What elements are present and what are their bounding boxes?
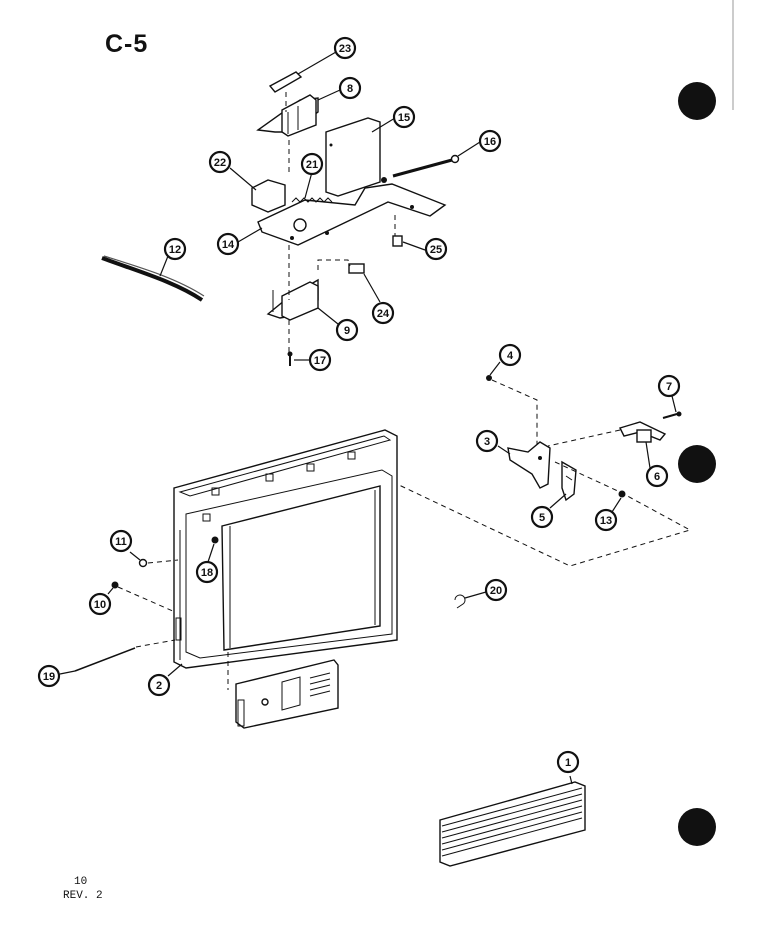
- control-panel-assembly: [235, 659, 339, 729]
- revision-label: REV. 2: [63, 890, 103, 902]
- callout-20: 20: [484, 578, 508, 602]
- part-6-latch: [619, 421, 667, 443]
- part-9-hinge-bracket: [266, 278, 319, 321]
- svg-text:5: 5: [539, 512, 545, 524]
- binder-hole-top: [678, 82, 716, 120]
- svg-text:11: 11: [115, 536, 127, 548]
- svg-text:21: 21: [306, 159, 318, 171]
- part-12-rubber-strip: [101, 255, 205, 302]
- svg-text:15: 15: [398, 112, 410, 124]
- svg-text:9: 9: [344, 325, 350, 337]
- callout-8: 8: [338, 76, 362, 100]
- callout-4: 4: [498, 343, 522, 367]
- part-11-knob: [138, 558, 148, 568]
- callout-2: 2: [147, 673, 171, 697]
- part-18-screw: [211, 536, 219, 544]
- part-4-screw: [486, 375, 492, 381]
- callout-14: 14: [216, 232, 240, 256]
- svg-text:14: 14: [222, 239, 235, 251]
- svg-text:2: 2: [156, 680, 162, 692]
- part-3-bracket: [507, 441, 551, 489]
- callout-22: 22: [208, 150, 232, 174]
- callout-24: 24: [371, 301, 395, 325]
- part-10-screw: [111, 581, 119, 589]
- callout-9: 9: [335, 318, 359, 342]
- callout-5: 5: [530, 505, 554, 529]
- binder-hole-bottom: [678, 808, 716, 846]
- svg-text:23: 23: [339, 43, 351, 55]
- part-16-long-screw: [392, 154, 460, 178]
- binder-hole-middle: [678, 445, 716, 483]
- page-number: 10: [74, 876, 88, 888]
- svg-text:1: 1: [565, 757, 571, 769]
- svg-text:10: 10: [94, 599, 106, 611]
- callout-19: 19: [37, 664, 61, 688]
- svg-text:3: 3: [484, 436, 490, 448]
- svg-text:18: 18: [201, 567, 213, 579]
- callout-10: 10: [88, 592, 112, 616]
- part-20-clip: [454, 594, 466, 609]
- svg-text:6: 6: [654, 471, 660, 483]
- part-7-screw: [662, 411, 682, 419]
- svg-text:20: 20: [490, 585, 502, 597]
- svg-text:12: 12: [169, 244, 181, 256]
- part-24-block: [348, 263, 365, 274]
- svg-text:4: 4: [507, 350, 514, 362]
- part-14-base-plate: [251, 177, 447, 246]
- callout-6: 6: [645, 464, 669, 488]
- part-2-door-frame: [173, 429, 398, 669]
- callout-7: 7: [657, 374, 681, 398]
- part-5-latch-hook: [561, 460, 577, 502]
- svg-text:19: 19: [43, 671, 55, 683]
- part-19-screw: [74, 639, 176, 672]
- part-23-plate: [268, 71, 303, 93]
- callout-11: 11: [109, 529, 133, 553]
- svg-text:16: 16: [484, 136, 496, 148]
- callout-21: 21: [300, 152, 324, 176]
- callout-12: 12: [163, 237, 187, 261]
- svg-text:13: 13: [600, 515, 612, 527]
- part-1-grille: [439, 781, 586, 867]
- svg-text:22: 22: [214, 157, 226, 169]
- part-8-hinge-bracket: [256, 94, 319, 137]
- callout-23: 23: [333, 36, 357, 60]
- svg-text:17: 17: [314, 355, 326, 367]
- callout-13: 13: [594, 508, 618, 532]
- callout-1: 1: [556, 750, 580, 774]
- callout-3: 3: [475, 429, 499, 453]
- part-25-screw: [392, 235, 403, 247]
- svg-text:7: 7: [666, 381, 672, 393]
- part-21-spring: [291, 197, 333, 203]
- callout-17: 17: [308, 348, 332, 372]
- diagram-title: C-5: [105, 30, 149, 58]
- callout-16-upper: 16: [478, 129, 502, 153]
- callout-25: 25: [424, 237, 448, 261]
- part-13-screw: [618, 490, 626, 498]
- part-17-screw: [287, 351, 293, 366]
- part-15-plate: [325, 117, 381, 197]
- svg-text:8: 8: [347, 83, 353, 95]
- svg-text:24: 24: [377, 308, 390, 320]
- svg-text:25: 25: [430, 244, 442, 256]
- callout-15: 15: [392, 105, 416, 129]
- callout-18: 18: [195, 560, 219, 584]
